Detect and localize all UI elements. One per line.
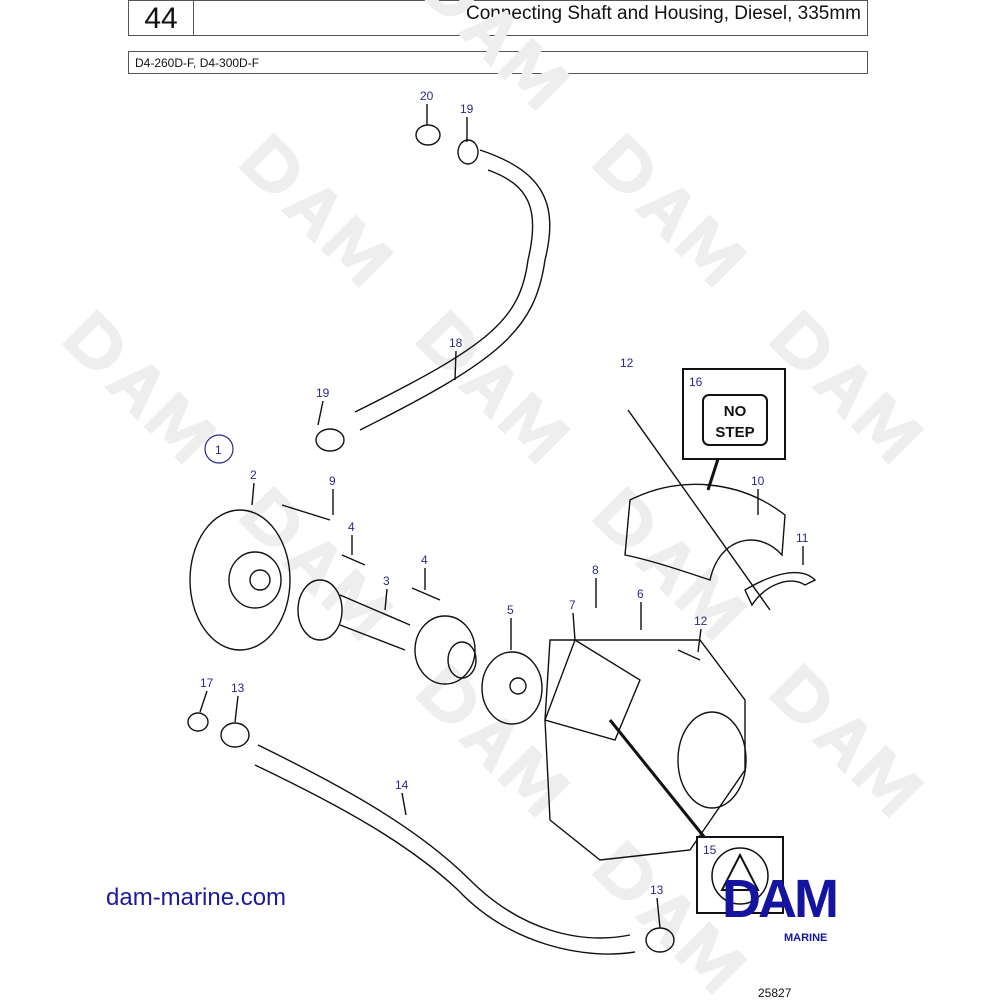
no-step-decal bbox=[702, 394, 768, 446]
pointer-15 bbox=[608, 719, 707, 839]
callout-3: 3 bbox=[383, 574, 390, 588]
page-title: Connecting Shaft and Housing, Diesel, 33… bbox=[465, 3, 861, 24]
warning-icon bbox=[711, 847, 769, 905]
shaft-3 bbox=[339, 594, 411, 651]
yoke-right bbox=[414, 615, 476, 685]
callout-9: 9 bbox=[329, 474, 336, 488]
no-step-line2: STEP bbox=[715, 424, 754, 441]
clamp-19-top bbox=[457, 139, 479, 165]
drawing-reference: 25827 bbox=[758, 986, 792, 1000]
leader-12 bbox=[627, 409, 771, 611]
page-number: 44 bbox=[129, 1, 194, 35]
fitting-17 bbox=[187, 712, 209, 732]
bolt-4a bbox=[341, 554, 366, 566]
callout-4: 4 bbox=[421, 553, 428, 567]
watermark-pattern bbox=[61, 0, 925, 995]
clamp-13-left bbox=[220, 722, 250, 748]
pointer-16 bbox=[706, 458, 720, 491]
callout-11: 11 bbox=[796, 531, 809, 545]
callout-19: 19 bbox=[460, 102, 474, 116]
callout-13: 13 bbox=[231, 681, 245, 695]
callout-13: 13 bbox=[650, 883, 664, 897]
bolt-4b bbox=[411, 587, 441, 601]
plate-7 bbox=[544, 638, 641, 741]
callout-7: 7 bbox=[569, 598, 576, 612]
callout-5: 5 bbox=[507, 603, 514, 617]
website-link[interactable]: dam-marine.com bbox=[106, 884, 287, 911]
callout-12: 12 bbox=[620, 356, 634, 370]
no-step-line1: NO bbox=[724, 403, 747, 420]
callout-17: 17 bbox=[200, 676, 214, 690]
dam-logo-subtext: MARINE bbox=[784, 932, 828, 944]
clip-11 bbox=[744, 572, 817, 607]
bolt-12b bbox=[677, 649, 701, 661]
part-callouts: 20 19 18 19 1 2 9 4 3 4 5 7 8 6 12 16 10… bbox=[200, 89, 809, 897]
callout-6: 6 bbox=[637, 587, 644, 601]
callout-4: 4 bbox=[348, 520, 355, 534]
cover-10 bbox=[624, 483, 786, 581]
hose-18 bbox=[354, 149, 551, 431]
yoke-left bbox=[297, 579, 343, 641]
fitting-20 bbox=[415, 124, 441, 146]
callout-19: 19 bbox=[316, 386, 330, 400]
callout-18: 18 bbox=[449, 336, 463, 350]
callout-16: 16 bbox=[689, 375, 703, 389]
flange-2 bbox=[189, 509, 291, 651]
callout-circle-1 bbox=[204, 434, 234, 464]
dam-logo: DAM bbox=[722, 869, 839, 929]
callout-10: 10 bbox=[751, 474, 765, 488]
callout-15: 15 bbox=[703, 843, 717, 857]
housing-6 bbox=[544, 639, 746, 861]
callout-14: 14 bbox=[395, 778, 409, 792]
callout-12: 12 bbox=[694, 614, 708, 628]
callout-1: 1 bbox=[215, 443, 222, 457]
bolt-9 bbox=[281, 504, 331, 521]
coupling-5 bbox=[481, 651, 543, 725]
callout-2: 2 bbox=[250, 468, 257, 482]
clamp-19-bottom bbox=[315, 428, 345, 452]
callout-20: 20 bbox=[420, 89, 434, 103]
callout-8: 8 bbox=[592, 563, 599, 577]
hose-14 bbox=[254, 744, 636, 955]
